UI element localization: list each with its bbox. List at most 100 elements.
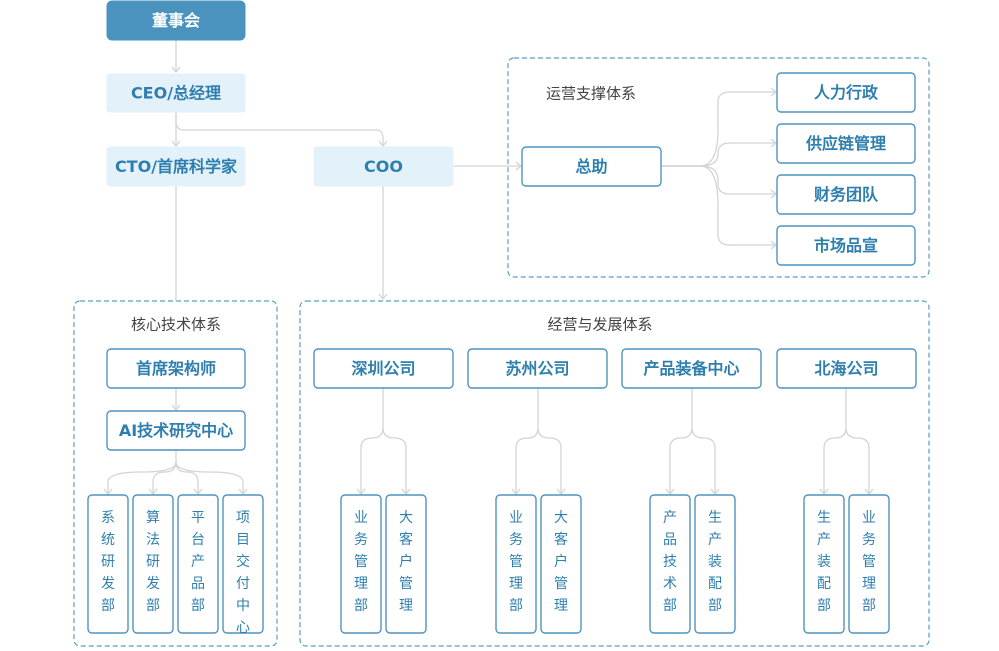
unit-3-dept-0-box (803, 494, 845, 634)
ceo-coo-line (175, 112, 384, 146)
ai-dept-arrow (148, 488, 158, 496)
unit-2-dept-0: 产品技术部 (649, 494, 691, 634)
unit-1-dept-0-box (495, 494, 537, 634)
unit-1-dept-branch (537, 427, 562, 494)
business-unit-1-box (467, 348, 608, 389)
coo-business-arrow (378, 293, 388, 301)
assistant-dept-line (661, 165, 776, 246)
assistant-box-label: 总助 (575, 157, 607, 176)
business-dev-title: 经营与发展体系 (547, 316, 652, 334)
ops-dept-1-label: 供应链管理 (805, 134, 886, 153)
ai-dept-arrow (238, 488, 248, 496)
ops-dept-1-box (776, 123, 916, 164)
unit-0-dept-1-label: 大客户管理 (399, 510, 413, 614)
unit-0-dept-1: 大客户管理 (385, 494, 427, 634)
ops-dept-2: 财务团队 (776, 174, 916, 215)
unit-2-dept-1: 生产装配部 (694, 494, 736, 634)
unit-1-dept-0: 业务管理部 (495, 494, 537, 634)
chief-architect-box: 首席架构师 (106, 348, 246, 389)
assistant-dept-arrow (770, 189, 778, 199)
business-unit-1: 苏州公司 (467, 348, 608, 389)
tech-dept-2-box (177, 494, 219, 634)
business-unit-1-label: 苏州公司 (505, 359, 569, 378)
cto-box: CTO/首席科学家 (106, 146, 246, 187)
assistant-dept-line (661, 91, 776, 167)
unit-1-dept-arrow (556, 488, 566, 496)
unit-3-dept-arrow (864, 488, 874, 496)
unit-2-dept-0-box (649, 494, 691, 634)
business-unit-2: 产品装备中心 (621, 348, 762, 389)
business-dev-frame (299, 300, 930, 647)
board-box-box (106, 0, 246, 41)
assistant-dept-line (661, 165, 776, 195)
ceo-coo-arrow (378, 140, 388, 148)
ai-center-box: AI技术研究中心 (106, 410, 246, 451)
assistant-dept-line (661, 142, 776, 167)
ops-dept-1: 供应链管理 (776, 123, 916, 164)
business-unit-3-label: 北海公司 (814, 359, 878, 378)
ceo-box-label: CEO/总经理 (131, 84, 221, 103)
unit-3-dept-1: 业务管理部 (848, 494, 890, 634)
business-unit-3: 北海公司 (776, 348, 917, 389)
unit-3-dept-branch (823, 427, 847, 494)
chief-architect-box-box (106, 348, 246, 389)
business-unit-0-box (313, 348, 454, 389)
coo-box: COO (313, 146, 454, 187)
ceo-box-box (106, 73, 246, 113)
tech-dept-3: 项目交付中心 (222, 494, 264, 636)
unit-2-dept-arrow (665, 488, 675, 496)
unit-1-dept-1-label: 大客户管理 (554, 510, 568, 614)
unit-2-dept-0-label: 产品技术部 (663, 510, 677, 614)
business-unit-3-box (776, 348, 917, 389)
operations-support-title: 运营支撑体系 (546, 85, 636, 103)
unit-3-dept-1-label: 业务管理部 (862, 510, 876, 614)
tech-dept-0-label: 系统研发部 (101, 510, 115, 614)
unit-2-dept-branch (691, 427, 716, 494)
cto-box-box (106, 146, 246, 187)
core-tech-title: 核心技术体系 (131, 316, 221, 334)
board-box: 董事会 (106, 0, 246, 41)
ops-dept-3: 市场品宣 (776, 225, 916, 266)
assistant-box-box (521, 146, 662, 187)
unit-0-dept-branch (382, 427, 407, 494)
coo-box-box (313, 146, 454, 187)
ai-center-box-box (106, 410, 246, 451)
business-unit-0-label: 深圳公司 (351, 359, 415, 378)
architect-ai-arrow (171, 404, 181, 412)
ai-center-box-label: AI技术研究中心 (119, 421, 233, 440)
cto-box-label: CTO/首席科学家 (115, 157, 238, 176)
business-unit-2-label: 产品装备中心 (643, 359, 739, 378)
ops-dept-2-box (776, 174, 916, 215)
ceo-box: CEO/总经理 (106, 73, 246, 113)
ai-dept-branch (175, 461, 199, 494)
unit-0-dept-0: 业务管理部 (340, 494, 382, 634)
board-ceo-arrow (171, 66, 181, 74)
unit-1-dept-0-label: 业务管理部 (509, 510, 523, 614)
tech-dept-2-label: 平台产品部 (191, 510, 205, 614)
unit-0-dept-1-box (385, 494, 427, 634)
unit-0-dept-arrow (401, 488, 411, 496)
ops-dept-2-label: 财务团队 (813, 185, 879, 204)
tech-dept-3-box (222, 494, 264, 634)
ai-dept-arrow (103, 488, 113, 496)
ai-dept-branch (152, 461, 177, 494)
ceo-cto-arrow (171, 140, 181, 148)
unit-1-dept-arrow (511, 488, 521, 496)
unit-3-dept-branch (845, 427, 870, 494)
coo-box-label: COO (364, 157, 403, 176)
unit-0-dept-branch (360, 427, 384, 494)
unit-2-dept-arrow (710, 488, 720, 496)
assistant-dept-arrow (770, 138, 778, 148)
ops-dept-0-box (776, 72, 916, 113)
coo-assistant-arrow (515, 161, 523, 171)
unit-0-dept-0-label: 业务管理部 (354, 510, 368, 614)
unit-3-dept-1-box (848, 494, 890, 634)
ops-dept-3-box (776, 225, 916, 266)
ai-dept-branch (107, 461, 177, 494)
ai-dept-arrow (193, 488, 203, 496)
unit-2-dept-branch (669, 427, 693, 494)
unit-2-dept-1-label: 生产装配部 (708, 510, 722, 614)
